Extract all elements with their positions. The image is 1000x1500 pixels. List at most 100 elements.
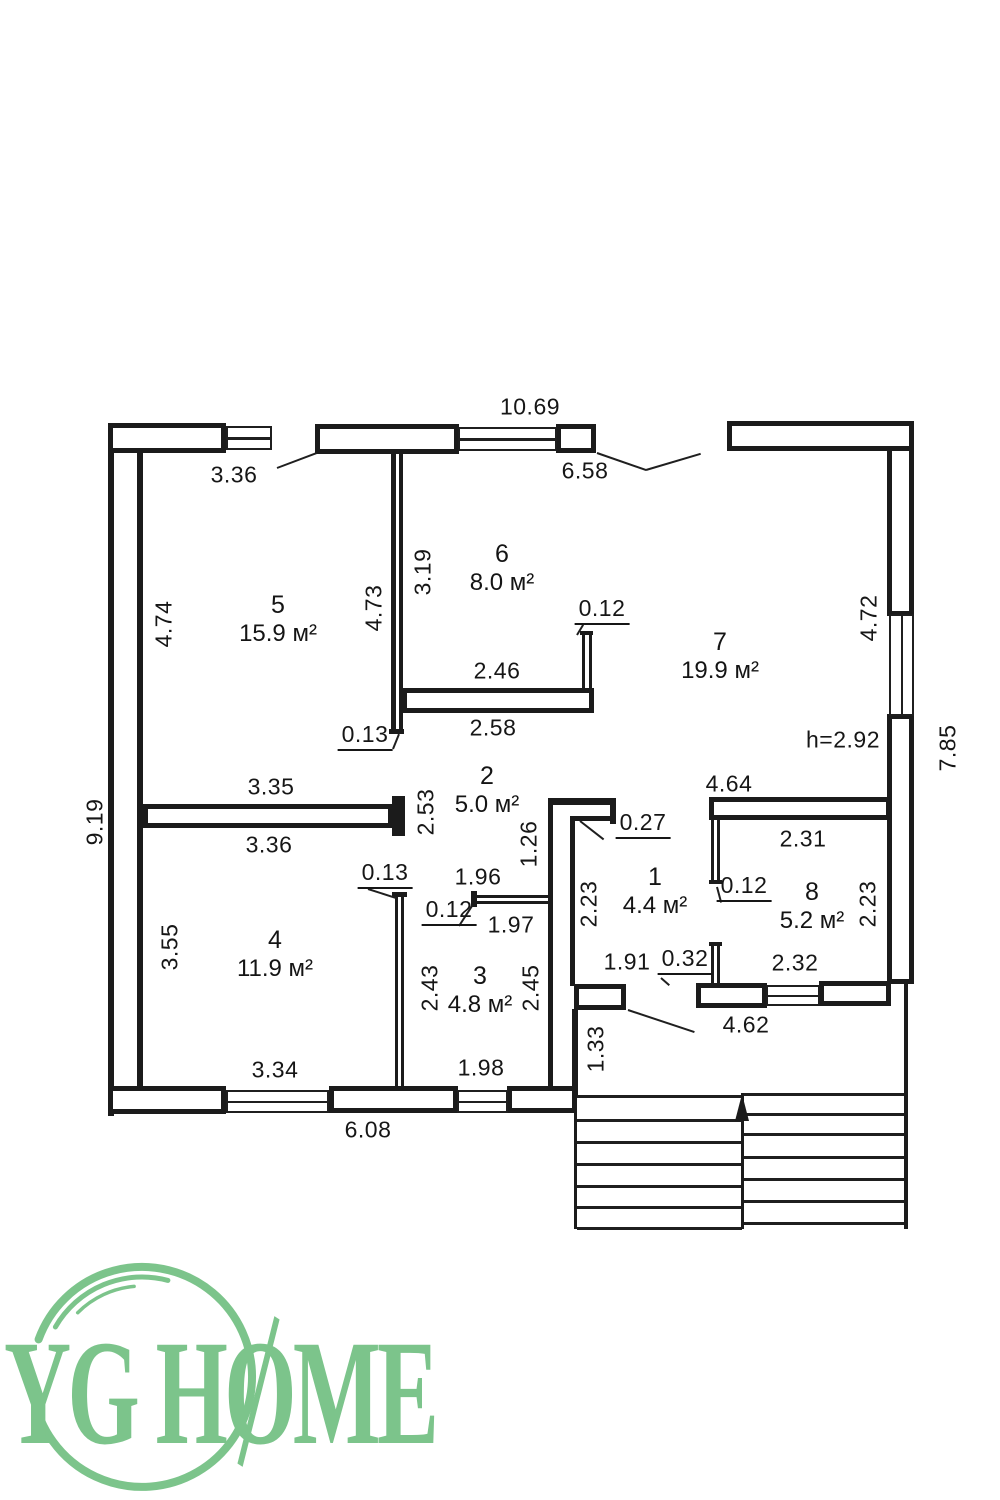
stair-tread bbox=[742, 1093, 904, 1096]
room-number: 5 bbox=[271, 591, 285, 619]
leader-line bbox=[276, 451, 318, 469]
up-arrow-icon bbox=[735, 1094, 749, 1121]
wall bbox=[717, 820, 720, 882]
room-number: 6 bbox=[495, 540, 509, 568]
wall bbox=[507, 1086, 577, 1113]
wall bbox=[329, 1086, 458, 1113]
wall bbox=[711, 820, 714, 882]
dimension-label: 1.33 bbox=[582, 1025, 609, 1073]
leader-line bbox=[392, 733, 400, 750]
room-number: 3 bbox=[473, 962, 487, 990]
room-area: 5.0 м² bbox=[454, 791, 520, 818]
leader-line bbox=[660, 977, 670, 986]
dimension-label: 1.97 bbox=[487, 911, 535, 938]
dimension-label: 0.13 bbox=[337, 721, 393, 751]
stair-tread bbox=[577, 1141, 742, 1144]
dimension-label: 2.23 bbox=[575, 880, 602, 928]
wall bbox=[711, 944, 714, 984]
leader-line bbox=[579, 820, 605, 841]
wall bbox=[391, 452, 396, 733]
dimension-label: 9.19 bbox=[81, 798, 108, 846]
dimension-label: 1.91 bbox=[603, 948, 651, 975]
wall bbox=[582, 633, 585, 689]
stair-tread bbox=[577, 1227, 742, 1230]
window bbox=[457, 1090, 508, 1113]
stair-tread bbox=[577, 1119, 742, 1122]
dimension-label: 2.43 bbox=[416, 964, 443, 1012]
wall bbox=[548, 800, 553, 1088]
wall bbox=[570, 817, 575, 986]
dimension-label: 4.74 bbox=[150, 600, 177, 648]
room-number: 8 bbox=[805, 878, 819, 906]
wall bbox=[548, 798, 616, 805]
window bbox=[226, 426, 272, 450]
room-number: 1 bbox=[648, 863, 662, 891]
wall bbox=[137, 450, 143, 1090]
wall bbox=[709, 797, 891, 820]
stair-tread bbox=[577, 1095, 742, 1098]
wall bbox=[574, 1095, 577, 1229]
room-area: 19.9 м² bbox=[681, 657, 759, 684]
dimension-label: 3.35 bbox=[247, 773, 295, 800]
wall bbox=[477, 895, 548, 898]
stair-tread bbox=[577, 1185, 742, 1188]
room-area: 11.9 м² bbox=[236, 955, 314, 982]
wall bbox=[819, 981, 891, 1006]
stair-tread bbox=[742, 1113, 904, 1116]
window bbox=[889, 614, 914, 716]
stair-tread bbox=[742, 1200, 904, 1203]
window bbox=[766, 985, 820, 1006]
dimension-label: 2.46 bbox=[473, 657, 521, 684]
logo-text: YG HOME bbox=[4, 1310, 439, 1476]
window bbox=[226, 1090, 329, 1113]
wall bbox=[589, 633, 592, 689]
wall bbox=[696, 983, 767, 1008]
leader-line bbox=[645, 452, 701, 471]
dimension-label: 2.53 bbox=[412, 788, 439, 836]
dimension-label: 2.31 bbox=[779, 825, 827, 852]
dimension-label: 3.34 bbox=[251, 1056, 299, 1083]
dimension-label: 2.32 bbox=[771, 949, 819, 976]
room-area: 8.0 м² bbox=[469, 569, 535, 596]
stair-tread bbox=[742, 1156, 904, 1159]
dimension-label: 3.36 bbox=[245, 831, 293, 858]
wall bbox=[572, 1009, 578, 1097]
dimension-label: 1.26 bbox=[515, 820, 542, 868]
stair-divider bbox=[741, 1093, 744, 1229]
wall bbox=[315, 424, 459, 454]
wall bbox=[477, 901, 548, 904]
room-area: 5.2 м² bbox=[779, 907, 845, 934]
dimension-label: 0.27 bbox=[615, 809, 671, 839]
yg-home-logo: YG HOME bbox=[0, 1252, 440, 1500]
stair-tread bbox=[742, 1222, 904, 1225]
wall bbox=[108, 423, 114, 1116]
dimension-label: 10.69 bbox=[499, 393, 561, 420]
wall bbox=[471, 891, 477, 907]
stair-tread bbox=[742, 1178, 904, 1181]
logo-o-slash: O bbox=[224, 1310, 296, 1476]
wall bbox=[392, 892, 407, 897]
wall bbox=[887, 446, 914, 616]
dimension-label: 1.98 bbox=[457, 1054, 505, 1081]
dimension-label: 6.58 bbox=[561, 457, 609, 484]
dimension-label: 2.58 bbox=[469, 714, 517, 741]
dimension-label: 2.45 bbox=[517, 964, 544, 1012]
wall bbox=[399, 452, 403, 733]
wall bbox=[556, 424, 596, 453]
room-area: 4.4 м² bbox=[622, 892, 688, 919]
dimension-label: 0.32 bbox=[657, 945, 713, 975]
dimension-label: 4.62 bbox=[722, 1011, 770, 1038]
wall bbox=[717, 944, 720, 984]
room-number: 4 bbox=[268, 926, 282, 954]
room-number: 7 bbox=[713, 628, 727, 656]
dimension-label: 0.12 bbox=[421, 896, 477, 926]
